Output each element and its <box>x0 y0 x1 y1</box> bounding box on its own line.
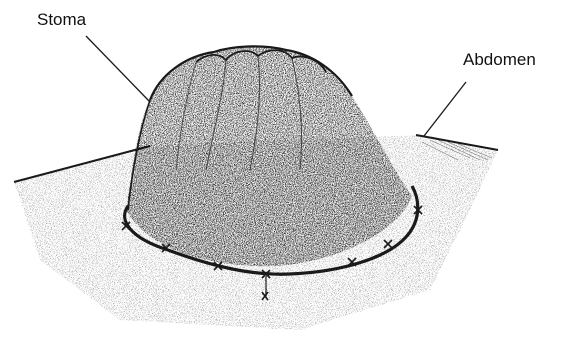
abdomen-label: Abdomen <box>463 51 536 68</box>
abdomen-leader-line <box>424 82 466 136</box>
stoma-leader-line <box>86 36 150 102</box>
stoma-label: Stoma <box>37 11 86 28</box>
stoma-dome <box>126 46 412 266</box>
